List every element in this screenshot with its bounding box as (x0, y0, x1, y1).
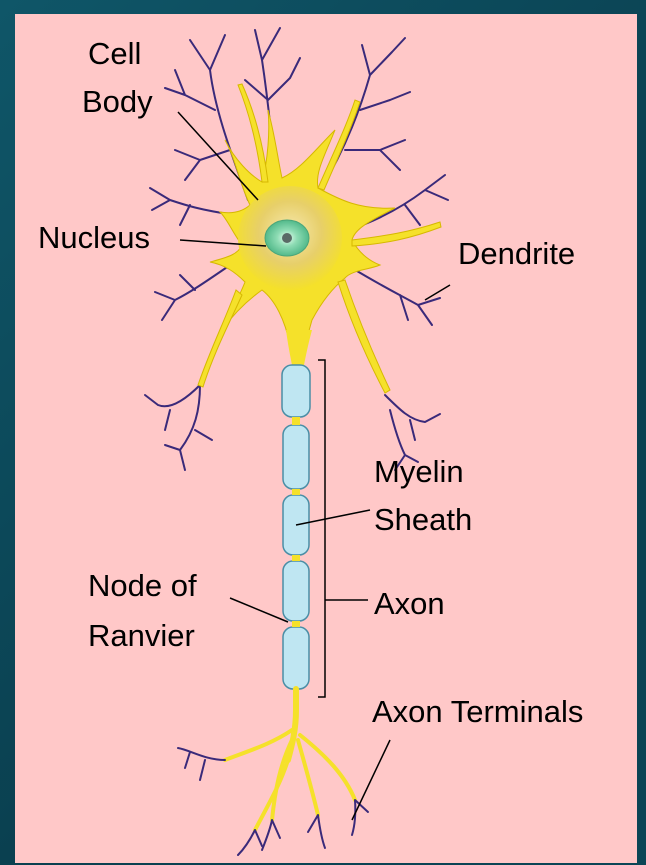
label-axon-terminals: Axon Terminals (372, 694, 583, 729)
label-myelin: Myelin (374, 454, 464, 489)
label-sheath: Sheath (374, 502, 472, 537)
label-dendrite: Dendrite (458, 236, 575, 271)
axon-terminals (178, 689, 368, 855)
label-ranvier: Ranvier (88, 618, 195, 653)
label-cell: Cell (88, 36, 141, 71)
label-node-of: Node of (88, 568, 197, 603)
axon-hillock (286, 330, 312, 365)
label-axon: Axon (374, 586, 445, 621)
nucleolus (282, 233, 292, 243)
label-nucleus: Nucleus (38, 220, 150, 255)
label-body: Body (82, 84, 153, 119)
myelin-sheath (282, 365, 310, 689)
